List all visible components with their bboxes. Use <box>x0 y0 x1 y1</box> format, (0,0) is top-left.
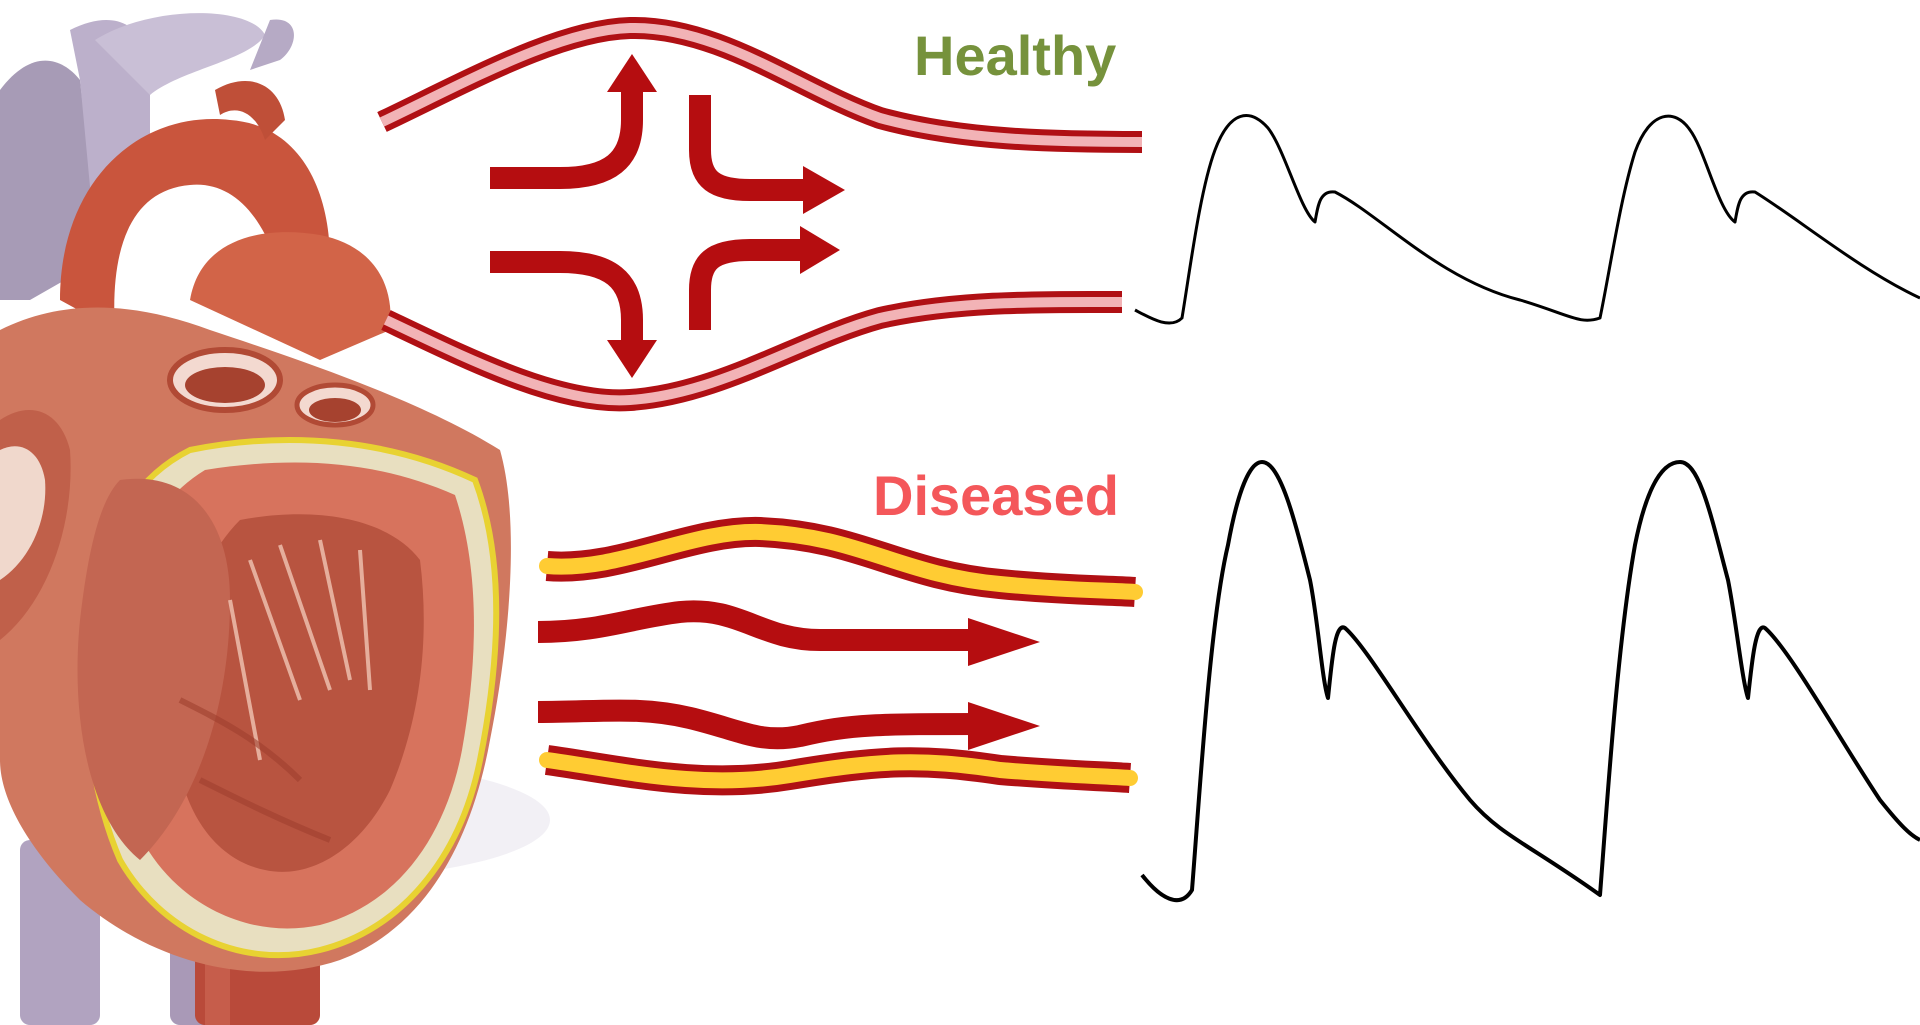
healthy-label: Healthy <box>914 28 1116 84</box>
heart-illustration-icon <box>0 13 550 1025</box>
diseased-flow-arrows <box>538 611 985 738</box>
diseased-pressure-waveform <box>1142 462 1920 900</box>
diseased-label: Diseased <box>873 468 1119 524</box>
diseased-vessel <box>547 532 1135 780</box>
diseased-flow-arrowheads <box>968 618 1040 750</box>
healthy-flow-arrows <box>490 85 805 345</box>
healthy-pressure-waveform <box>1135 116 1920 323</box>
